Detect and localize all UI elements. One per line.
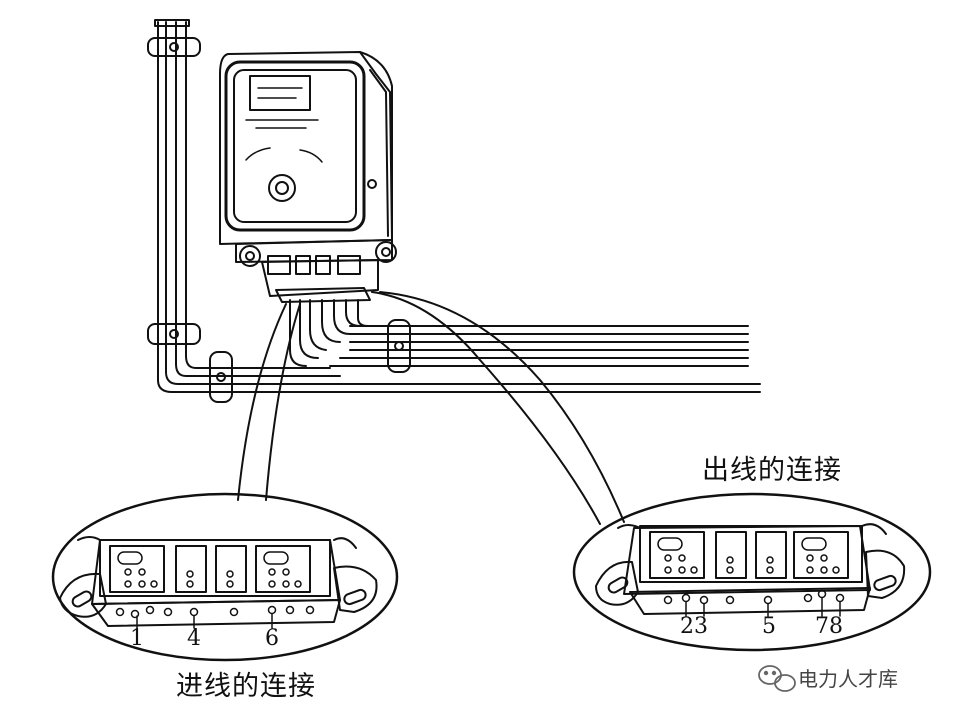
vertical-wire-bundle [154, 19, 190, 381]
incoming-detail-ellipse [51, 492, 399, 662]
wire-bends [157, 355, 761, 393]
outgoing-caption: 出线的连接 [702, 455, 842, 486]
horizontal-wire-bundle [329, 325, 749, 367]
top-clamp [147, 37, 201, 57]
meter-drop-wires [289, 299, 369, 367]
lower-clamp [147, 323, 201, 345]
right-clamp [387, 319, 411, 373]
incoming-callout-lines [237, 303, 301, 501]
outgoing-detail-ellipse [572, 492, 932, 652]
outgoing-terminal-number: 78 [815, 614, 843, 639]
incoming-terminal-number: 6 [265, 626, 279, 651]
watermark-text: 电力人才库 [798, 667, 898, 691]
incoming-caption: 进线的连接 [176, 671, 316, 702]
electricity-meter [219, 51, 397, 303]
outgoing-terminal-number: 5 [762, 614, 776, 639]
watermark: 电力人才库 [798, 663, 898, 692]
middle-clamp [209, 351, 233, 403]
incoming-terminal-number: 1 [130, 626, 144, 651]
outgoing-callout-lines [371, 291, 625, 525]
outgoing-terminal-number: 23 [680, 614, 708, 639]
wechat-icon [758, 665, 796, 692]
incoming-terminal-number: 4 [187, 626, 201, 651]
